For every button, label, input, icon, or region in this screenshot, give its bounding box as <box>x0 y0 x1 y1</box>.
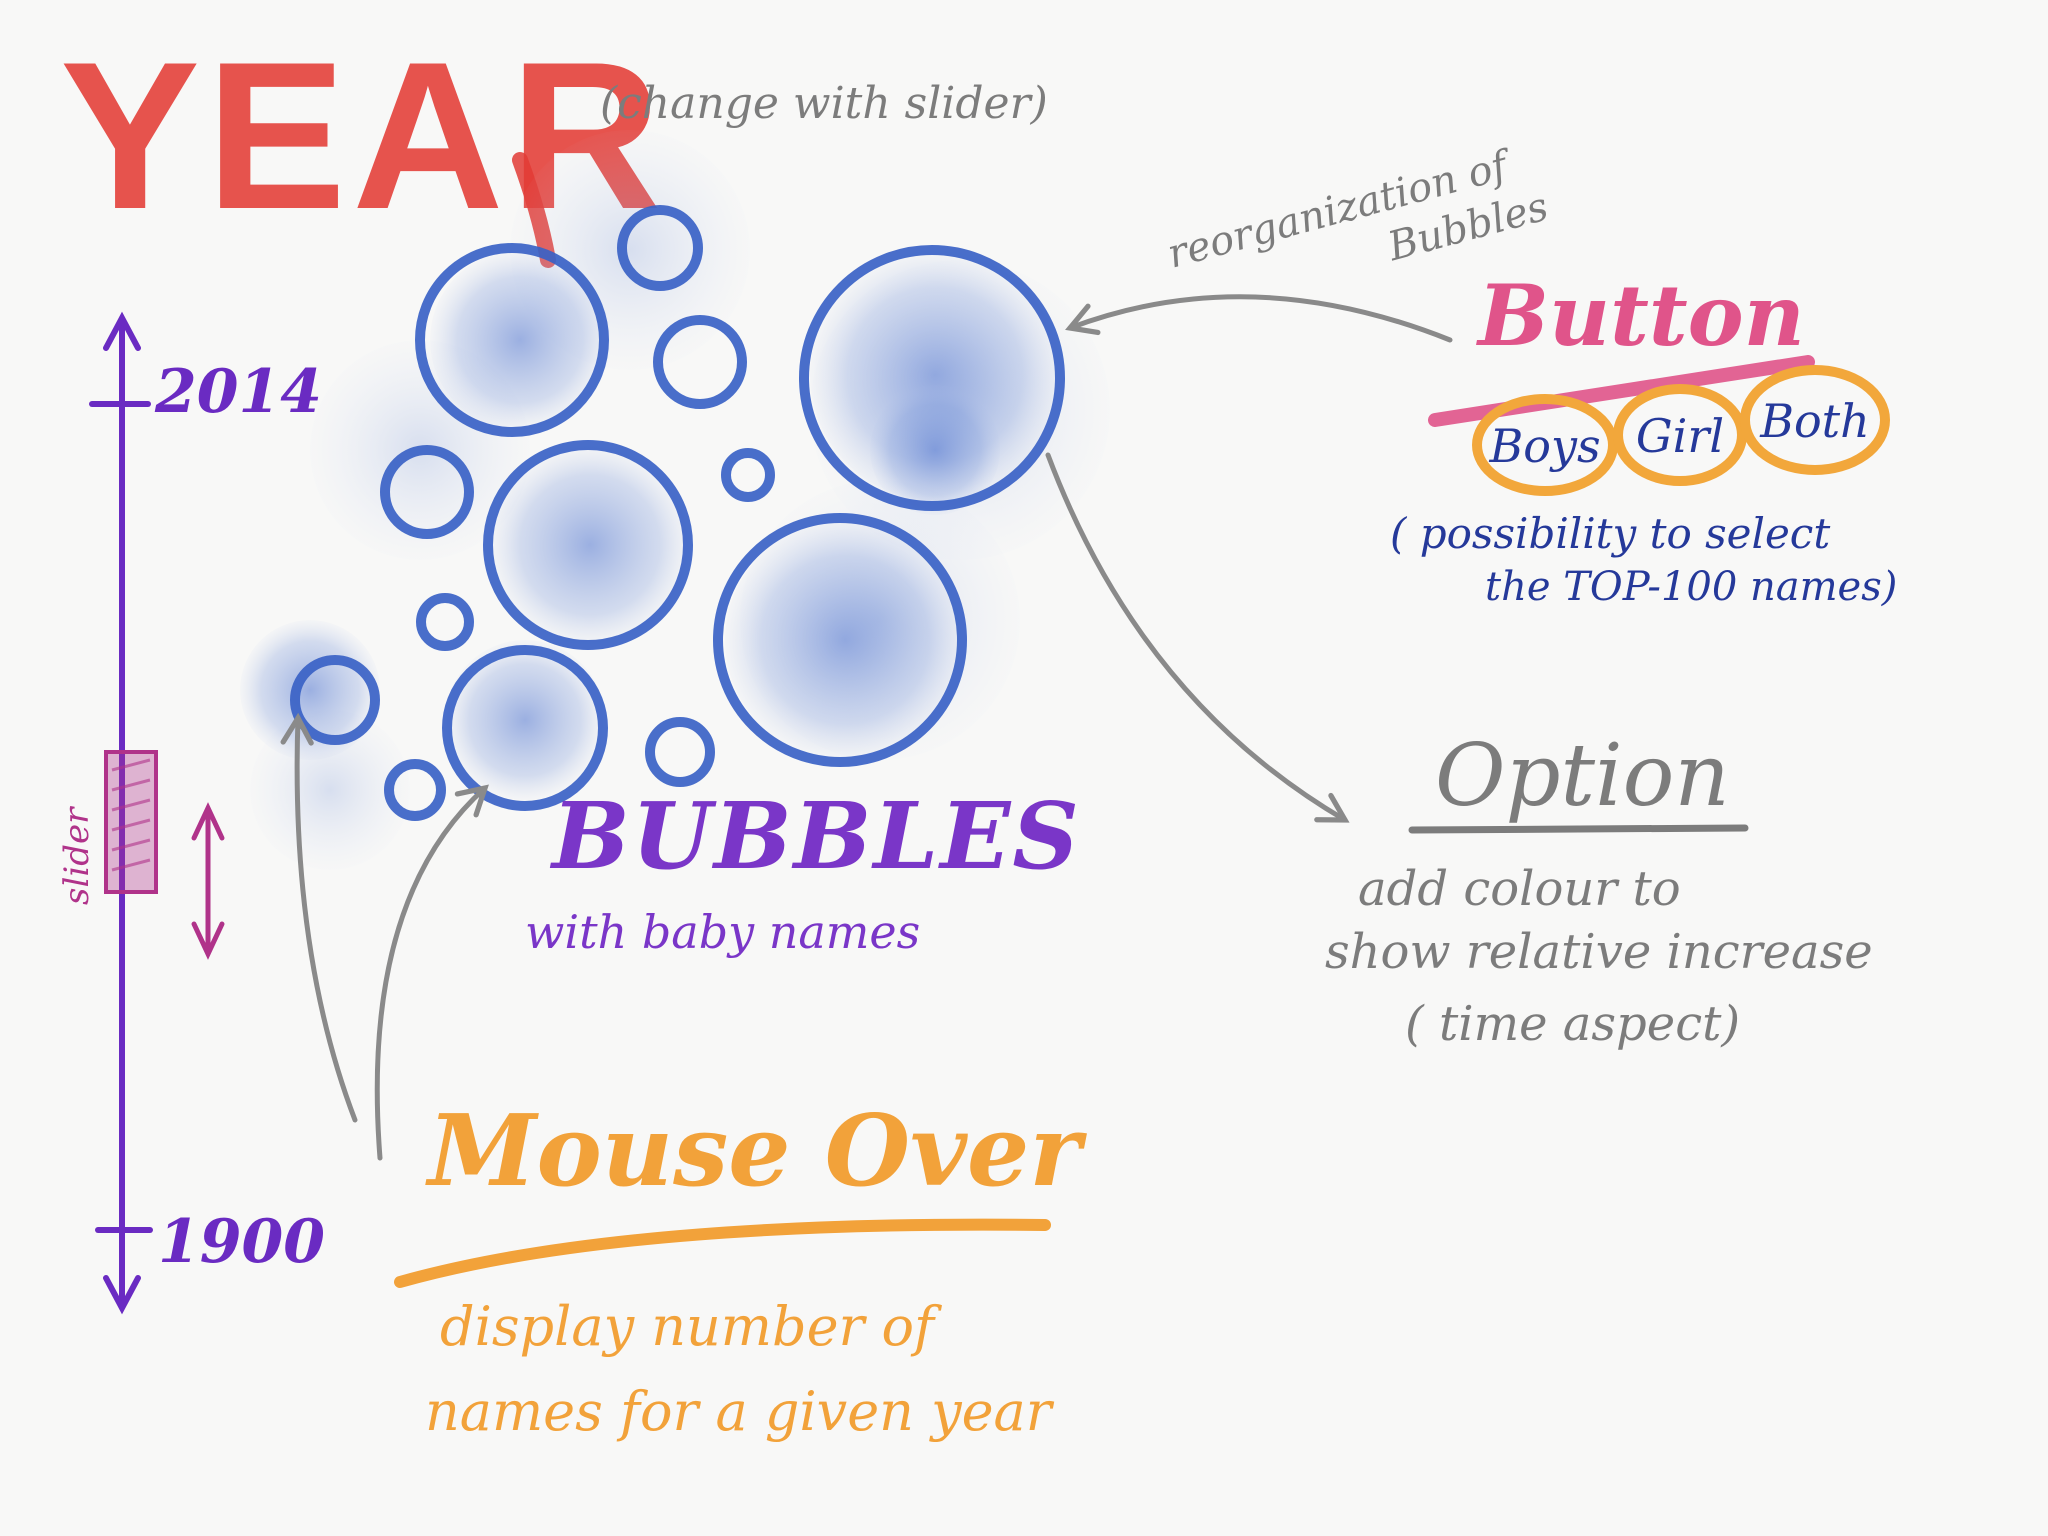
button-note-line2: the TOP-100 names) <box>1485 564 1897 610</box>
mouse-over-title: Mouse Over <box>425 1094 1087 1209</box>
bubble <box>483 440 693 650</box>
bubble <box>380 445 474 539</box>
slider-handle-hatch <box>111 758 151 872</box>
option-line1: add colour to <box>1358 861 1681 917</box>
bubble <box>416 593 474 651</box>
option-arrow <box>1045 452 1350 823</box>
bubble <box>290 655 380 745</box>
button-boys-label[interactable]: Boys <box>1488 419 1600 473</box>
bubble-chart: BUBBLES with baby names <box>240 130 1110 959</box>
bubbles-label: BUBBLES <box>549 782 1081 890</box>
gender-button-group: Button Boys Girl Both ( possibility to s… <box>1390 266 1897 610</box>
bubbles-sublabel: with baby names <box>525 905 920 959</box>
year-slider[interactable]: 2014 1900 slider <box>57 311 325 1315</box>
title-note: (change with slider) <box>600 78 1048 129</box>
bubble <box>645 717 715 787</box>
button-both-label[interactable]: Both <box>1759 394 1870 448</box>
bubble-outlines <box>290 205 1065 821</box>
bubble <box>442 645 608 811</box>
button-both[interactable]: Both <box>1740 365 1890 475</box>
option-title: Option <box>1435 726 1730 826</box>
mouse-over-line1: display number of <box>440 1295 942 1358</box>
slider-top-arrow-icon <box>103 311 141 351</box>
button-boys[interactable]: Boys <box>1472 394 1618 496</box>
button-note-line1: ( possibility to select <box>1390 509 1830 558</box>
slider-bottom-label: 1900 <box>158 1207 325 1277</box>
bubble <box>713 513 967 767</box>
mouse-over-arrows <box>280 712 489 1161</box>
button-girl-label[interactable]: Girl <box>1636 409 1724 463</box>
button-title: Button <box>1476 266 1805 365</box>
slider-top-label: 2014 <box>154 357 322 427</box>
bubble <box>384 759 446 821</box>
slider-handle-label: slider <box>57 806 97 905</box>
bubble <box>617 205 703 291</box>
bubble <box>799 245 1065 511</box>
mouse-over-line2: names for a given year <box>425 1380 1055 1443</box>
up-down-arrows-icon <box>191 802 225 960</box>
mouse-over-block: Mouse Over display number of names for a… <box>394 1094 1087 1443</box>
bubble <box>415 243 609 437</box>
option-line3: ( time aspect) <box>1405 996 1740 1052</box>
button-girl[interactable]: Girl <box>1613 384 1747 486</box>
option-underline <box>1408 824 1749 834</box>
option-line2: show relative increase <box>1325 924 1873 980</box>
title-group: YEAR (change with slider) <box>60 18 1048 268</box>
option-block: Option add colour to show relative incre… <box>1325 726 1873 1052</box>
bubble <box>721 448 775 502</box>
bubble <box>653 315 747 409</box>
mouse-over-underline <box>394 1218 1051 1288</box>
slider-bottom-arrow-icon <box>103 1275 141 1315</box>
